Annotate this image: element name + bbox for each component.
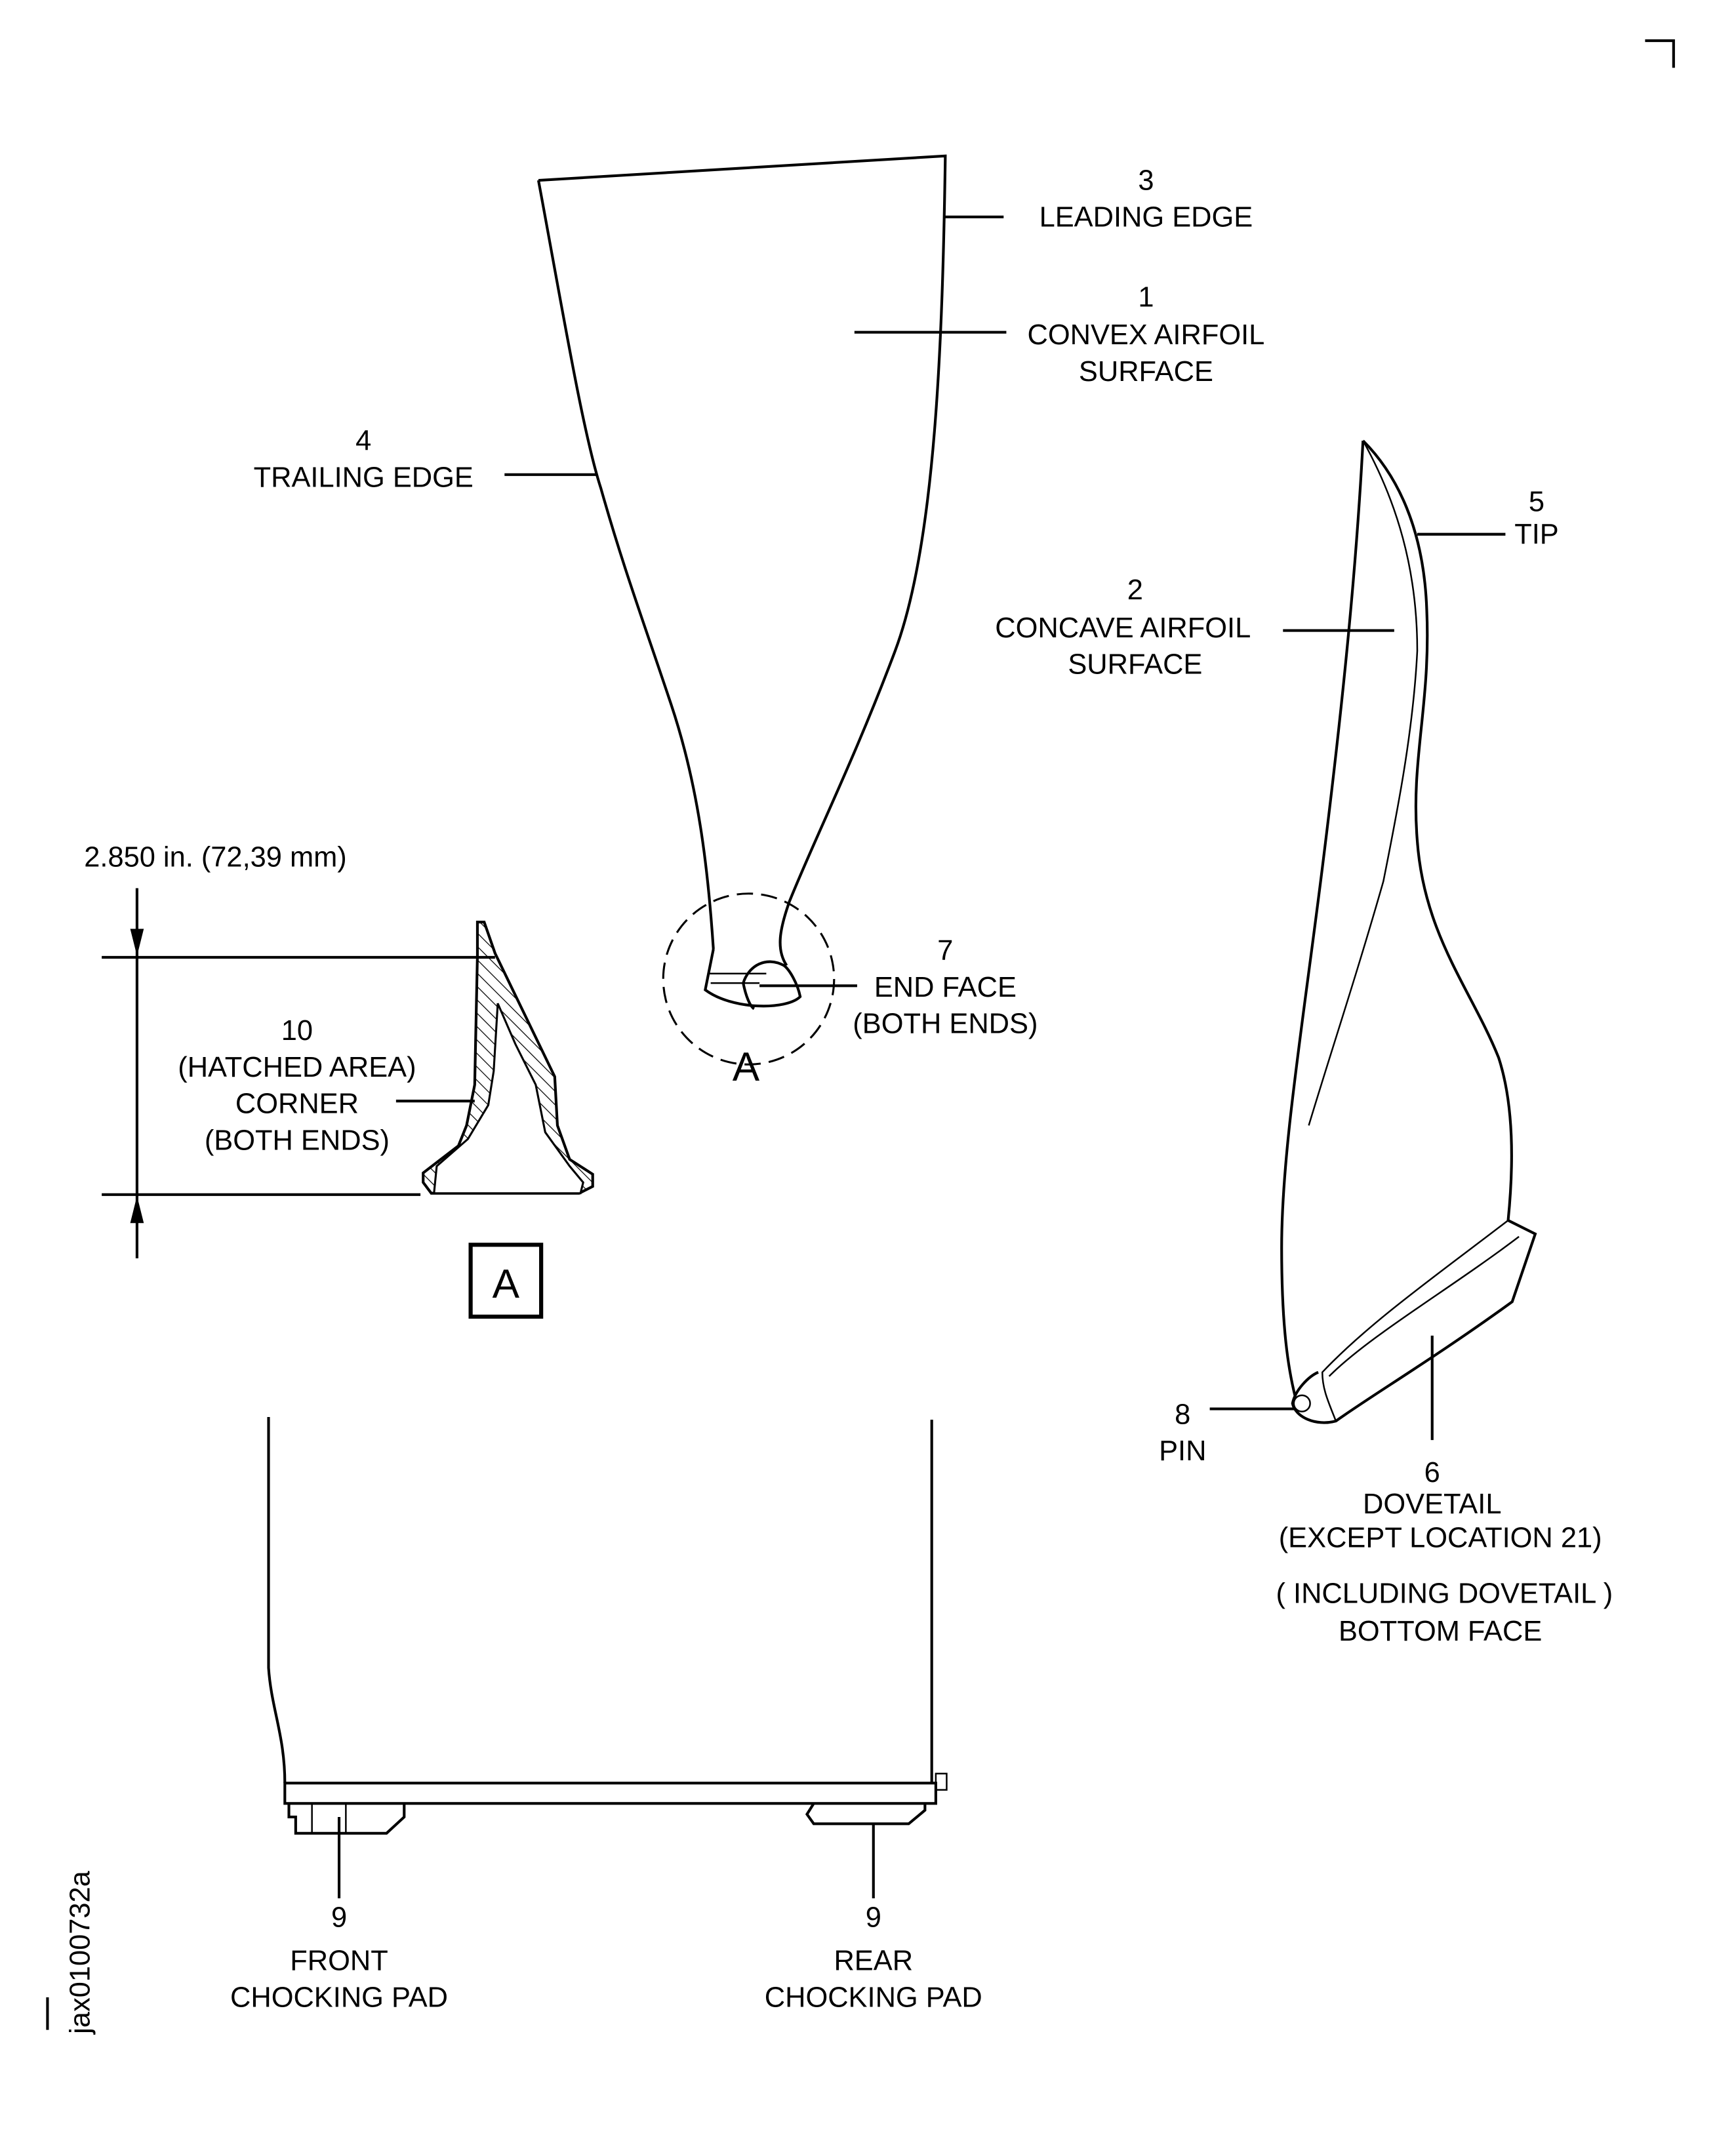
blade-side-view — [1280, 439, 1537, 1424]
blade-front-view — [536, 154, 947, 1066]
label-rear-chocking-pad: 9 REAR CHOCKING PAD — [765, 1902, 982, 2013]
label-concave-surface: 2 CONCAVE AIRFOIL SURFACE — [995, 574, 1251, 681]
leader-lines — [337, 215, 1506, 1899]
callout-number: 9 — [331, 1902, 347, 1933]
detail-a-section — [422, 921, 594, 1195]
callout-number: 6 — [1424, 1457, 1440, 1488]
callout-text: TRAILING EDGE — [254, 462, 474, 493]
callout-text: CHOCKING PAD — [765, 1982, 982, 2013]
corner-mark-top-right — [1645, 39, 1675, 68]
callout-number: 3 — [1138, 165, 1154, 197]
label-front-chocking-pad: 9 FRONT CHOCKING PAD — [230, 1902, 448, 2013]
callout-text: PIN — [1159, 1435, 1206, 1467]
callout-text: LEADING EDGE — [1040, 201, 1253, 233]
callout-text: CONVEX AIRFOIL — [1028, 319, 1265, 351]
callout-text: CHOCKING PAD — [230, 1982, 448, 2013]
callout-text: FRONT — [290, 1946, 388, 1977]
callout-number: 1 — [1138, 281, 1154, 313]
dimension — [102, 888, 495, 1259]
label-dovetail: 6 DOVETAIL (EXCEPT LOCATION 21) ( INCLUD… — [1276, 1457, 1613, 1647]
label-convex-surface: 1 CONVEX AIRFOIL SURFACE — [1028, 281, 1265, 388]
callout-text: TIP — [1514, 519, 1559, 550]
detail-a-box — [468, 1243, 544, 1319]
callout-number: 9 — [866, 1902, 881, 1933]
callout-text: (EXCEPT LOCATION 21) — [1279, 1522, 1602, 1553]
callout-text: REAR — [834, 1946, 913, 1977]
label-corner: 10 (HATCHED AREA) CORNER (BOTH ENDS) — [178, 1015, 416, 1156]
callout-text: DOVETAIL — [1363, 1488, 1501, 1520]
callout-number: 8 — [1175, 1399, 1190, 1430]
callout-number: 4 — [355, 426, 371, 457]
callout-text: CORNER — [235, 1088, 359, 1120]
callout-text: END FACE — [874, 972, 1017, 1003]
callout-text: (BOTH ENDS) — [853, 1009, 1038, 1040]
callout-text: CONCAVE AIRFOIL — [995, 612, 1251, 644]
label-trailing-edge: 4 TRAILING EDGE — [254, 426, 474, 494]
callout-number: 10 — [281, 1015, 313, 1047]
detail-a-circle — [662, 892, 836, 1066]
label-end-face: 7 END FACE (BOTH ENDS) — [853, 935, 1038, 1040]
callout-number: 5 — [1529, 487, 1544, 518]
label-leading-edge: 3 LEADING EDGE — [1040, 165, 1253, 233]
callout-text: SURFACE — [1079, 356, 1213, 388]
blade-bottom-view — [267, 1416, 948, 1835]
callout-text: (HATCHED AREA) — [178, 1052, 416, 1083]
callout-number: 2 — [1127, 574, 1143, 606]
label-pin: 8 PIN — [1159, 1399, 1206, 1467]
callout-text: ( INCLUDING DOVETAIL ) — [1276, 1578, 1613, 1609]
detail-a-callout: A — [733, 1045, 760, 1090]
callout-number: 7 — [937, 935, 953, 967]
dimension-text: 2.850 in. (72,39 mm) — [84, 841, 347, 873]
callout-text: (BOTH ENDS) — [205, 1125, 390, 1157]
figure-id: jax0100732a — [65, 1870, 96, 2035]
label-tip: 5 TIP — [1514, 487, 1559, 551]
callout-text: SURFACE — [1068, 649, 1202, 681]
callout-text: BOTTOM FACE — [1339, 1616, 1542, 1647]
detail-a-box-label: A — [493, 1262, 520, 1307]
